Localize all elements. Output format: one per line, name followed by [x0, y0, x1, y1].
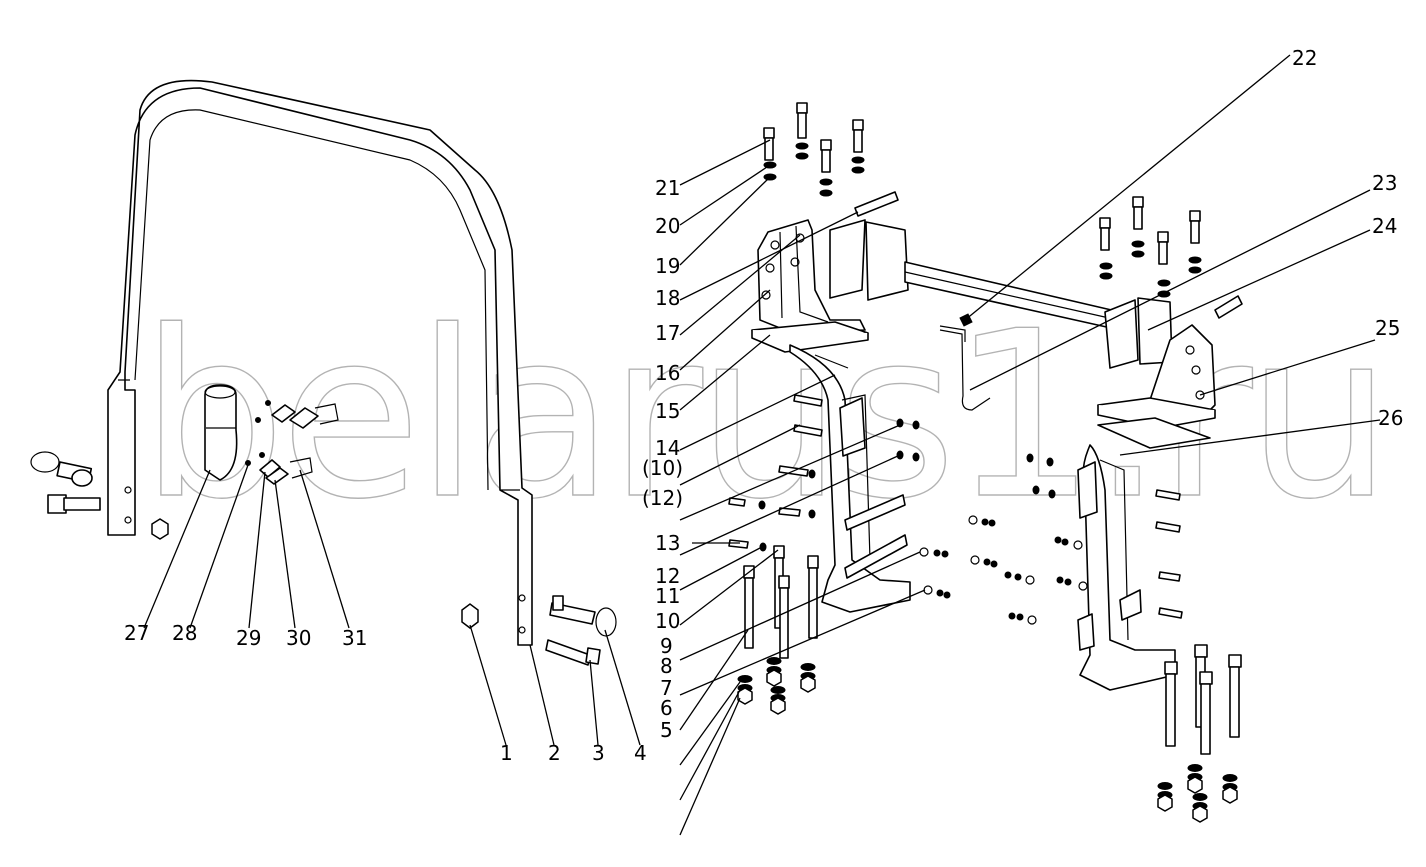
callout-28: 28: [172, 621, 197, 645]
callout-6: 6: [660, 696, 673, 720]
clips-group: [245, 400, 339, 485]
callout-21: 21: [655, 176, 680, 200]
callout-10: 10: [655, 609, 680, 633]
callout-12b: (12): [642, 486, 683, 510]
callout-19: 19: [655, 254, 680, 278]
callout-15: 15: [655, 399, 680, 423]
callout-11: 11: [655, 584, 680, 608]
pin-3: [545, 639, 601, 666]
callout-27: 27: [124, 621, 149, 645]
callout-7: 7: [660, 676, 673, 700]
callout-14: 14: [655, 436, 680, 460]
callout-13: 13: [655, 531, 680, 555]
lock-pin-left: [30, 451, 93, 487]
callout-labels: 21 20 19 18 17 16 15 14 (10) (12) 13 12 …: [124, 46, 1403, 765]
callout-23: 23: [1372, 171, 1397, 195]
callout-1: 1: [500, 741, 513, 765]
callout-24: 24: [1372, 214, 1397, 238]
callout-16: 16: [655, 361, 680, 385]
bolt-left: [47, 494, 101, 514]
callout-4: 4: [634, 741, 647, 765]
top-bolts-left: [763, 102, 865, 197]
leader-lines: [143, 54, 1381, 836]
callout-17: 17: [655, 321, 680, 345]
callout-26: 26: [1378, 406, 1403, 430]
right-bracket-assembly: [968, 196, 1243, 823]
nut-left: [151, 518, 169, 540]
callout-31: 31: [342, 626, 367, 650]
callout-5: 5: [660, 718, 673, 742]
callout-18: 18: [655, 286, 680, 310]
callout-29: 29: [236, 626, 261, 650]
roll-bar-frame: [107, 79, 533, 646]
callout-2: 2: [548, 741, 561, 765]
callout-22: 22: [1292, 46, 1317, 70]
callout-9: 9: [660, 634, 673, 658]
callout-25: 25: [1375, 316, 1400, 340]
callout-20: 20: [655, 214, 680, 238]
lock-pin-4: [549, 595, 617, 637]
callout-10b: (10): [642, 456, 683, 480]
callout-8: 8: [660, 654, 673, 678]
beacon-mount: [204, 384, 238, 481]
nut-1: [461, 603, 479, 629]
callout-3: 3: [592, 741, 605, 765]
callout-30: 30: [286, 626, 311, 650]
callout-12: 12: [655, 564, 680, 588]
